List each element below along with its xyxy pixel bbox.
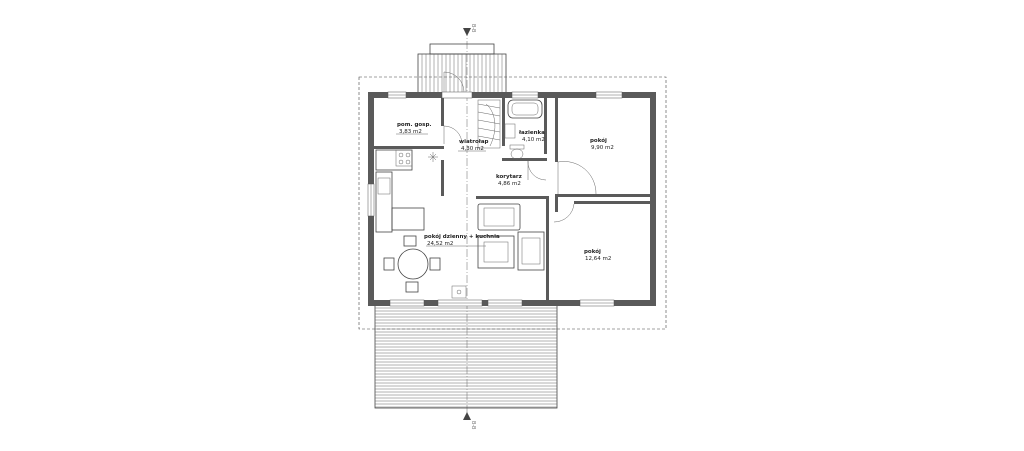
windows bbox=[367, 91, 623, 307]
room-area-corridor: 4,86 m2 bbox=[498, 181, 521, 187]
room-name-living: pokój dzienny + kuchnia bbox=[424, 233, 500, 240]
kitchen-counter bbox=[375, 149, 413, 171]
interior-walls bbox=[374, 98, 650, 306]
sink-icon bbox=[504, 123, 516, 139]
room-name-utility: pom. gosp. bbox=[397, 122, 431, 128]
label-underlines bbox=[396, 133, 486, 247]
fan-icon bbox=[428, 152, 438, 162]
living-furniture bbox=[451, 203, 545, 299]
chair bbox=[403, 235, 417, 247]
section-arrow-top-icon bbox=[463, 28, 471, 36]
sofa bbox=[517, 231, 545, 271]
doors bbox=[443, 71, 597, 223]
dining-set bbox=[383, 235, 441, 293]
section-label-top: B-B bbox=[470, 24, 476, 33]
room-name-room2: pokój bbox=[584, 248, 601, 255]
room-area-hall: 4,30 m2 bbox=[461, 146, 484, 152]
room-name-corridor: korytarz bbox=[496, 174, 522, 180]
kitchen-sink-icon bbox=[377, 177, 391, 195]
room-name-hall: wiatrołap bbox=[459, 139, 489, 145]
armchair-top bbox=[477, 203, 521, 231]
room-area-utility: 3,83 m2 bbox=[399, 129, 422, 135]
bathroom-fixtures bbox=[504, 99, 543, 160]
bathtub-icon bbox=[507, 99, 543, 119]
kitchen-island bbox=[391, 207, 425, 231]
room-name-room1: pokój bbox=[590, 137, 607, 144]
fireplace-icon bbox=[451, 285, 467, 299]
coffee-table bbox=[477, 235, 515, 269]
chair bbox=[405, 281, 419, 293]
chair bbox=[429, 257, 441, 271]
section-label-bottom: B-B bbox=[470, 421, 476, 430]
room-area-room2: 12,64 m2 bbox=[585, 256, 611, 262]
kitchen-fixtures bbox=[375, 149, 438, 233]
room-area-living: 24,52 m2 bbox=[427, 241, 453, 247]
toilet-icon bbox=[510, 148, 524, 160]
stairs bbox=[477, 99, 501, 149]
section-arrow-bottom-icon bbox=[463, 412, 471, 420]
stove-icon bbox=[395, 149, 413, 167]
dining-table bbox=[397, 248, 429, 280]
chair bbox=[383, 257, 395, 271]
entrance-steps bbox=[417, 43, 507, 95]
room-name-bath: łazienka bbox=[518, 130, 545, 136]
terrace bbox=[374, 303, 558, 409]
room-area-bath: 4,10 m2 bbox=[522, 137, 545, 143]
room-labels: pom. gosp. 3,83 m2 wiatrołap 4,30 m2 łaz… bbox=[397, 122, 614, 262]
room-area-room1: 9,90 m2 bbox=[591, 145, 614, 151]
